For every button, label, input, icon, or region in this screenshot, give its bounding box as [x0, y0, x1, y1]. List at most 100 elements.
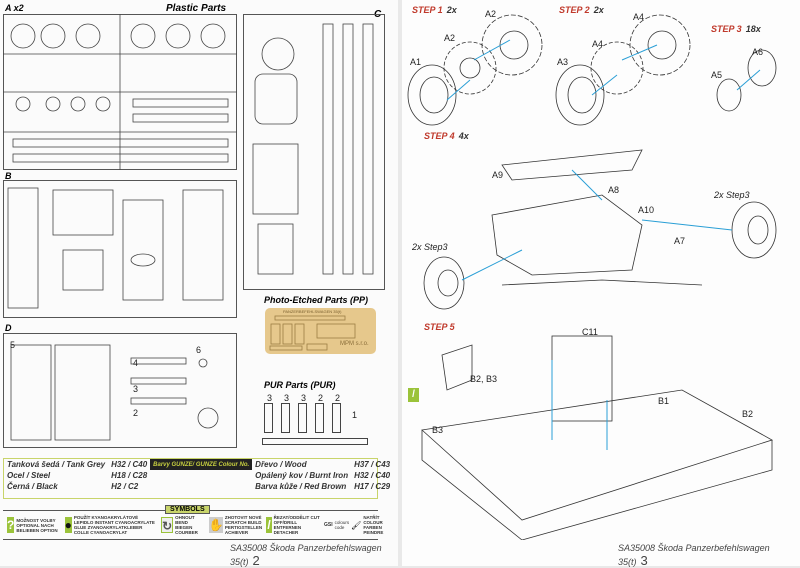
- sprue-a-drawing: [3, 14, 237, 170]
- sprue-c: [243, 14, 385, 290]
- sprue-d-number: 4: [133, 358, 139, 368]
- cut-icon: /: [266, 517, 272, 533]
- step-count: 18x: [745, 24, 761, 34]
- sprue-d-number: 5: [10, 340, 16, 350]
- part-label: C11: [582, 327, 598, 337]
- part-label: B2: [742, 409, 754, 419]
- footer-text: SA35008 Škoda Panzerbefehlswagen 35(t): [618, 543, 770, 567]
- pur-count: 2: [334, 393, 340, 403]
- part-label: B1: [658, 396, 670, 406]
- symbols-bar: ?MOŽNOST VOLBY OPTIONAL NACH BELIEBEN OP…: [3, 510, 383, 540]
- pe-fret-text: PANZERBEFEHLSWAGEN 35(t): [283, 309, 342, 314]
- part-label: A7: [674, 236, 686, 246]
- footer-right: SA35008 Škoda Panzerbefehlswagen 35(t)3: [618, 543, 800, 568]
- color-name: Barva kůže / Red Brown: [255, 482, 347, 491]
- sprue-d-number: 6: [196, 345, 202, 355]
- pur-extra-count: 1: [352, 410, 358, 420]
- sprue-d-label: D: [5, 323, 12, 333]
- step-title: STEP 4: [424, 131, 455, 141]
- color-code: H32 / C40: [111, 460, 148, 469]
- sprue-d-number: 3: [133, 384, 139, 394]
- part-label: A10: [638, 205, 655, 215]
- step-title: STEP 3: [711, 24, 742, 34]
- step-note: 2x Step3: [412, 242, 448, 252]
- pe-maker: MPM s.r.o.: [340, 341, 369, 347]
- pur-count: 3: [283, 393, 289, 403]
- photo-etched-fret: PANZERBEFEHLSWAGEN 35(t) MPM s.r.o.: [265, 308, 376, 354]
- footer-text: SA35008 Škoda Panzerbefehlswagen 35(t): [230, 543, 382, 567]
- color-code: H17 / C29: [354, 482, 391, 491]
- photo-etched-title: Photo-Etched Parts (PP): [264, 295, 369, 305]
- color-name: Ocel / Steel: [7, 471, 51, 480]
- symbol-text: POUŽÍT KYANOAKRYLÁTOVÉ LEPIDLO INSTANT C…: [73, 515, 155, 535]
- sprue-a-label: A x2: [5, 3, 24, 13]
- color-code: H2 / C2: [111, 482, 139, 491]
- sprue-b-drawing: [7, 187, 224, 309]
- step-note: 2x Step3: [714, 190, 750, 200]
- color-name: Tanková šedá / Tank Grey: [7, 460, 106, 469]
- part-label: A4: [633, 12, 645, 22]
- footer-left: SA35008 Škoda Panzerbefehlswagen 35(t)2: [230, 543, 398, 568]
- left-page: A x2 Plastic Parts C B D 5 4 6 3 2 Photo…: [0, 0, 398, 568]
- gsi-label: GSI: [324, 521, 333, 528]
- page-number: 3: [640, 553, 648, 568]
- part-label: B2, B3: [470, 374, 498, 384]
- color-code: H18 / C28: [111, 471, 148, 480]
- symbol-text: ŘEZAT/ODDĚLIT CUT OFF/DRILL ENTFERNEN DE…: [273, 515, 320, 535]
- symbol-text: NATŘÍT COLOUR FARBEN PEINDRE: [363, 515, 384, 535]
- part-label: A3: [557, 57, 569, 67]
- pur-parts: 3 3 3 2 2: [264, 393, 343, 433]
- part-label: A5: [711, 70, 723, 80]
- sprue-b: [3, 180, 237, 318]
- part-label: A8: [608, 185, 620, 195]
- symbol-text: MOŽNOST VOLBY OPTIONAL NACH BELIEBEN OPT…: [16, 517, 58, 533]
- symbols-title: SYMBOLS: [165, 505, 210, 514]
- step-5-label: STEP 5: [420, 322, 455, 332]
- sprue-b-label: B: [5, 171, 12, 181]
- step-title: STEP 5: [424, 322, 455, 332]
- part-label: A4: [592, 39, 604, 49]
- cut-icon: /: [408, 388, 419, 402]
- question-icon: ?: [7, 517, 15, 533]
- part-label: A2: [444, 33, 456, 43]
- color-name: Černá / Black: [7, 482, 58, 491]
- step-count: 4x: [458, 131, 469, 141]
- pur-title: PUR Parts (PUR): [264, 380, 336, 390]
- colors-header: Barvy GUNZE/ GUNZE Colour No.: [150, 459, 253, 470]
- sprue-d-number: 2: [133, 408, 139, 418]
- color-code: H32 / C40: [354, 471, 391, 480]
- color-name: Dřevo / Wood: [255, 460, 307, 469]
- step-title: STEP 2: [559, 5, 590, 15]
- color-code: H37 / C43: [354, 460, 391, 469]
- step-title: STEP 1: [412, 5, 443, 15]
- pur-strip: [262, 438, 368, 445]
- step-count: 2x: [446, 5, 457, 15]
- hand-icon: ✋: [208, 517, 224, 533]
- glue-drop-icon: ●: [64, 517, 72, 533]
- symbol-text: OHNOUT BEND BIEGEN COURBER: [175, 515, 198, 535]
- part-label: A2: [485, 9, 497, 19]
- part-label: A1: [410, 57, 422, 67]
- pur-count: 3: [300, 393, 306, 403]
- sprue-c-drawing: [252, 23, 374, 275]
- bend-icon: ↻: [161, 517, 174, 533]
- part-label: A9: [492, 170, 504, 180]
- page-number: 2: [252, 553, 260, 568]
- pur-count: 2: [317, 393, 323, 403]
- part-label: B3: [432, 425, 444, 435]
- sprue-d-drawing: [10, 344, 219, 441]
- assembly-drawings: [407, 14, 777, 540]
- step-count: 2x: [593, 5, 604, 15]
- color-name: Opálený kov / Burnt Iron: [255, 471, 349, 480]
- symbol-text: ZHOTOVIT NOVÉ SCRATCH BUILD PERTIGSTELLE…: [224, 515, 263, 535]
- sprue-d: [3, 333, 237, 448]
- pur-count: 3: [266, 393, 272, 403]
- paint-icon: 🖌: [351, 520, 362, 530]
- part-label: A6: [752, 47, 764, 57]
